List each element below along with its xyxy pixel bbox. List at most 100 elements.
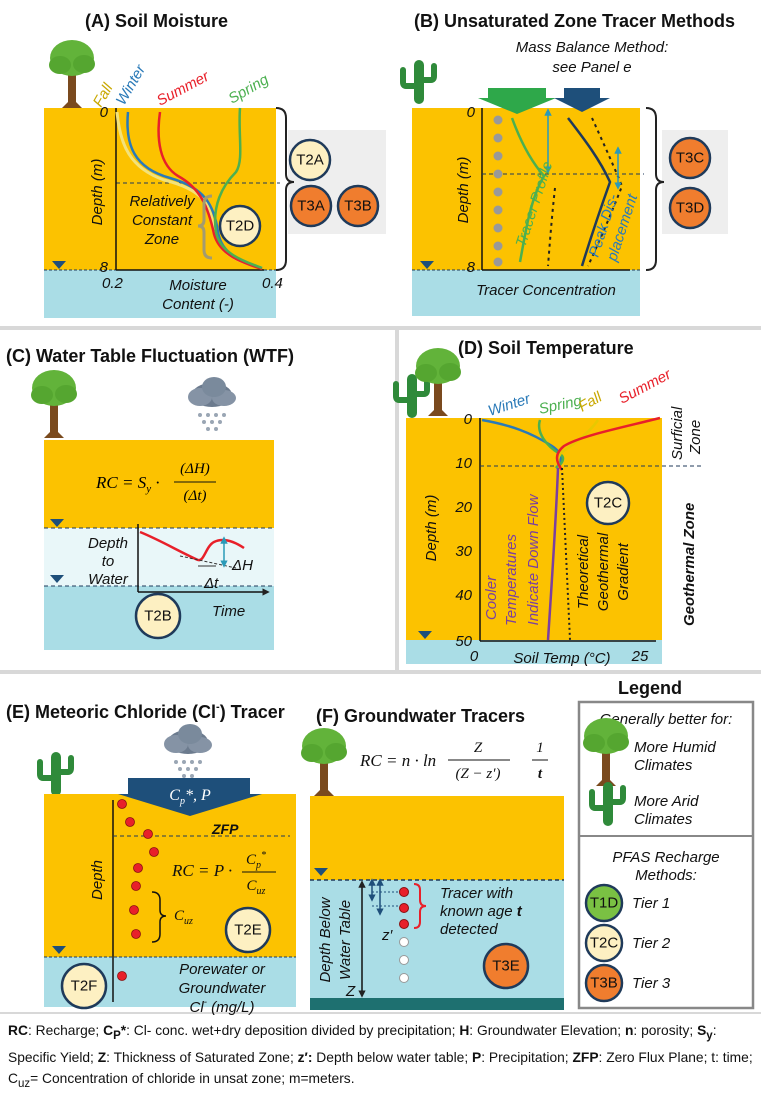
season-winter: Winter [486,390,533,420]
eq-c: 1 [536,740,544,756]
badge-t3c: T3C [668,136,712,180]
panel-c-wtf: (C) Water Table Fluctuation (WTF) RC = S… [6,346,294,650]
bottom-label-3: Cl- (mg/L) [189,997,254,1016]
zprime-label: z′ [381,927,394,944]
panel-f-gw-tracers: (F) Groundwater Tracers RC = n · ln Z (Z… [301,706,564,1010]
zone-label-1: Relatively [129,193,196,210]
summer-curve [157,111,263,271]
x-label-1: Moisture [169,277,227,294]
panel-d-title: (D) Soil Temperature [458,338,634,358]
bracket [275,107,295,271]
tracer-dots [399,887,409,983]
surficial-label-2: Zone [687,420,704,455]
tracer-dots [493,115,503,267]
depth-bottom: 8 [100,259,109,276]
panel-a-title: (A) Soil Moisture [85,11,228,31]
season-winter: Winter [113,61,150,108]
z-label: Z [345,983,356,1000]
eq-num: Z [474,740,483,756]
season-fall: Fall [90,80,117,110]
rain-cloud-icon [188,377,236,431]
svg-text:T2B: T2B [144,608,172,625]
badge-t2f: T2F [60,962,108,1010]
season-summer: Summer [616,365,675,407]
legend-tier1: T1D Tier 1 [584,883,670,923]
water-table-low-icon [50,575,64,583]
arid-label-1: More Arid [634,793,699,810]
geothermal-gradient-line [561,467,571,641]
spring-curve [213,107,263,270]
eq-num: Cp* [246,850,266,871]
depth-axis-label: Depth (m) [423,495,440,562]
water-table-icon [314,868,328,876]
surficial-label-1: Surficial [669,406,686,460]
zone-label-3: Zone [144,231,179,248]
depth-axis-label: Depth (m) [89,159,106,226]
deposition-label: Cp*, P [169,787,211,807]
bottom-label-2: Groundwater [179,980,267,997]
geothermal-label: Geothermal Zone [681,503,698,626]
x-label: Soil Temp (°C) [513,650,610,667]
x-min: 0.2 [102,275,124,292]
badge-t3e: T3E [482,942,530,990]
arid-label-2: Climates [634,811,693,828]
svg-text:Tier 1: Tier 1 [632,895,670,912]
panel-d-soil-temp: (D) Soil Temperature 0 10 20 30 40 50 De… [396,338,704,667]
svg-text:T2D: T2D [226,218,255,235]
svg-text:T2C: T2C [594,495,623,512]
bottom-label-1: Porewater or [179,961,266,978]
legend-tier3: T3B Tier 3 [584,963,671,1003]
footnote: RC: Recharge; CP*: Cl- conc. wet+dry dep… [8,1023,753,1090]
badge-t2a: T2A [288,138,332,182]
svg-text:T2F: T2F [71,978,98,995]
tracer-arrow-green [478,88,556,114]
svg-text:Tier 3: Tier 3 [632,975,671,992]
water-table-icon [52,261,66,269]
eq-d: t [538,766,543,782]
humid-tree-icon [301,728,347,796]
x-label: Tracer Concentration [476,282,616,299]
tick-10: 10 [455,455,472,472]
water-table-high-icon [50,519,64,527]
axis-label-2: Water Table [337,900,354,980]
tick-0: 0 [464,411,473,428]
water-table-icon [52,946,66,954]
svg-text:T2A: T2A [296,152,324,169]
badge-t2d: T2D [218,204,262,248]
eq-a: RC = n · ln [359,751,436,770]
depth-axis-label: Depth (m) [455,157,472,224]
bracket [645,107,665,271]
depth-bottom: 8 [467,259,476,276]
panel-b-subtitle-2: see Panel e [552,59,631,76]
pfas-label-1: PFAS Recharge [612,849,719,866]
panel-c-title: (C) Water Table Fluctuation (WTF) [6,346,294,366]
badge-t2e: T2E [224,906,272,954]
water-table-icon [418,631,432,639]
humid-tree-icon [415,348,461,416]
season-spring: Spring [226,71,273,108]
eq-num: (ΔH) [180,461,210,477]
badge-t2b: T2B [134,592,182,640]
pfas-label-2: Methods: [635,867,697,884]
depth-top: 0 [100,104,109,121]
axis-label-2: to [102,553,115,570]
tracer-label-2: known age t [440,903,523,920]
panel-b-title: (B) Unsaturated Zone Tracer Methods [414,11,735,31]
humid-label-2: Climates [634,757,693,774]
tracer-arrow-blue [554,88,610,112]
panel-e-title: (E) Meteoric Chloride (Cl-) Tracer [6,701,285,722]
depth-top: 0 [467,104,476,121]
chloride-dots [117,799,159,981]
cuz-label: Cuz [174,908,193,927]
rain-cloud-icon [164,724,212,778]
tracer-profile-curve [510,117,546,263]
panel-f-title: (F) Groundwater Tracers [316,706,525,726]
humid-label-1: More Humid [634,739,716,756]
svg-text:T2E: T2E [234,922,262,939]
svg-text:T3B: T3B [590,975,618,992]
water-table-icon [420,261,434,269]
tracer-label-1: Tracer with [440,885,513,902]
tick-50: 50 [455,633,472,650]
arid-cactus-icon [40,752,71,796]
